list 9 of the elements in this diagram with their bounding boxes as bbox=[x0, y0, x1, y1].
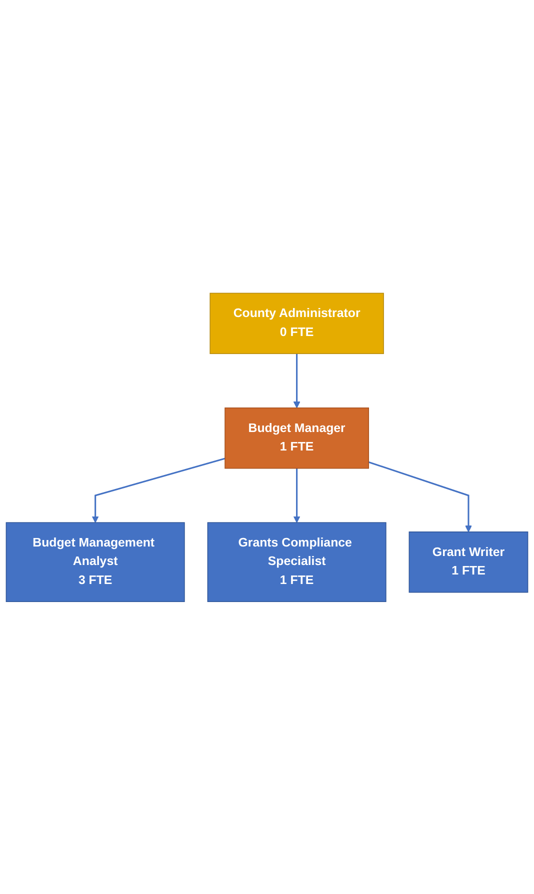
node-box: Grant Writer 1 FTE bbox=[408, 531, 528, 592]
node-box: County Administrator 0 FTE bbox=[210, 292, 384, 354]
node-box: Grants Compliance Specialist 1 FTE bbox=[207, 522, 386, 602]
arrow bbox=[92, 457, 226, 522]
arrow bbox=[368, 460, 472, 532]
node-box: Budget Manager 1 FTE bbox=[224, 407, 370, 468]
arrow bbox=[293, 468, 300, 522]
node-box: Budget Management Analyst 3 FTE bbox=[6, 522, 185, 602]
arrow bbox=[293, 353, 300, 408]
